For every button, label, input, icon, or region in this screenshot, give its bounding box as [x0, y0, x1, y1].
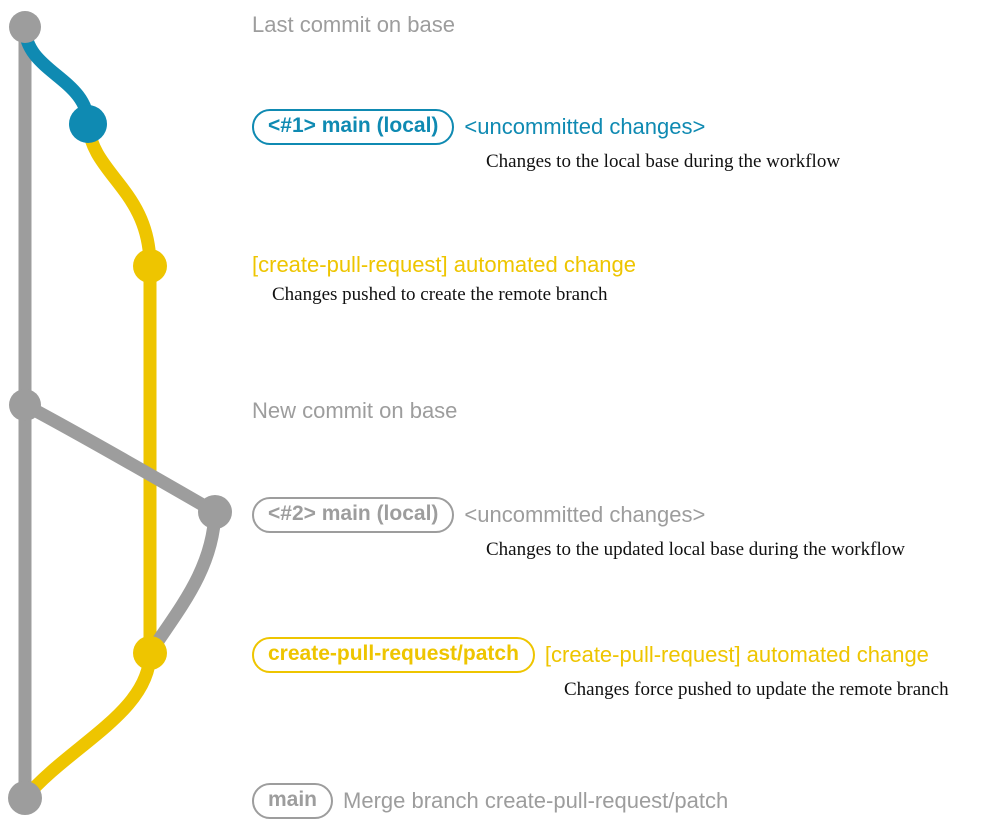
branch-graph — [8, 11, 232, 815]
headline: [create-pull-request] automated change — [252, 252, 636, 278]
headline: Last commit on base — [252, 12, 455, 38]
row-last-commit-on-base: Last commit on base — [252, 12, 455, 38]
row-local-main-1: <#1> main (local) <uncommitted changes> … — [252, 109, 840, 173]
commit-node-base-head[interactable] — [9, 11, 41, 43]
commit-subject: Last commit on base — [252, 12, 455, 37]
commit-subject: Merge branch create-pull-request/patch — [343, 788, 729, 813]
row-automated-change-2: create-pull-request/patch [create-pull-r… — [252, 637, 949, 701]
commit-node-base-new[interactable] — [9, 389, 41, 421]
headline: <#2> main (local) <uncommitted changes> — [252, 497, 905, 533]
headline: main Merge branch create-pull-request/pa… — [252, 783, 728, 819]
edge-local-2-to-patch-2 — [143, 505, 222, 660]
row-automated-change-1: [create-pull-request] automated change C… — [252, 252, 636, 306]
commit-note: Changes to the local base during the wor… — [486, 151, 841, 172]
headline: New commit on base — [252, 398, 457, 424]
branch-badge-local-main-1[interactable]: <#1> main (local) — [252, 109, 455, 145]
headline: <#1> main (local) <uncommitted changes> — [252, 109, 840, 145]
commit-note: Changes pushed to create the remote bran… — [272, 284, 608, 305]
commit-node-patch-2[interactable] — [133, 636, 167, 670]
edge-patch-2-to-merge — [18, 646, 157, 805]
edge-base-to-local-2 — [18, 398, 222, 519]
commit-node-local-2[interactable] — [198, 495, 232, 529]
row-merge-commit: main Merge branch create-pull-request/pa… — [252, 783, 728, 819]
commit-node-patch-1[interactable] — [133, 249, 167, 283]
commit-node-local-1[interactable] — [69, 105, 107, 143]
row-local-main-2: <#2> main (local) <uncommitted changes> … — [252, 497, 905, 561]
commit-subject: [create-pull-request] automated change — [252, 252, 637, 277]
edge-patch-trunk — [81, 117, 157, 660]
commit-subject: New commit on base — [252, 398, 458, 423]
commit-note: Changes force pushed to update the remot… — [564, 679, 949, 700]
commit-note: Changes to the updated local base during… — [486, 539, 905, 560]
branch-badge-local-main-2[interactable]: <#2> main (local) — [252, 497, 455, 533]
commit-node-merge[interactable] — [8, 781, 42, 815]
commit-subject: <uncommitted changes> — [464, 114, 706, 139]
commit-subject: <uncommitted changes> — [464, 502, 706, 527]
branch-badge-main[interactable]: main — [252, 783, 334, 819]
headline: create-pull-request/patch [create-pull-r… — [252, 637, 949, 673]
commit-subject: [create-pull-request] automated change — [544, 642, 929, 667]
row-new-commit-on-base: New commit on base — [252, 398, 457, 424]
branch-badge-create-pull-request-patch[interactable]: create-pull-request/patch — [252, 637, 535, 673]
